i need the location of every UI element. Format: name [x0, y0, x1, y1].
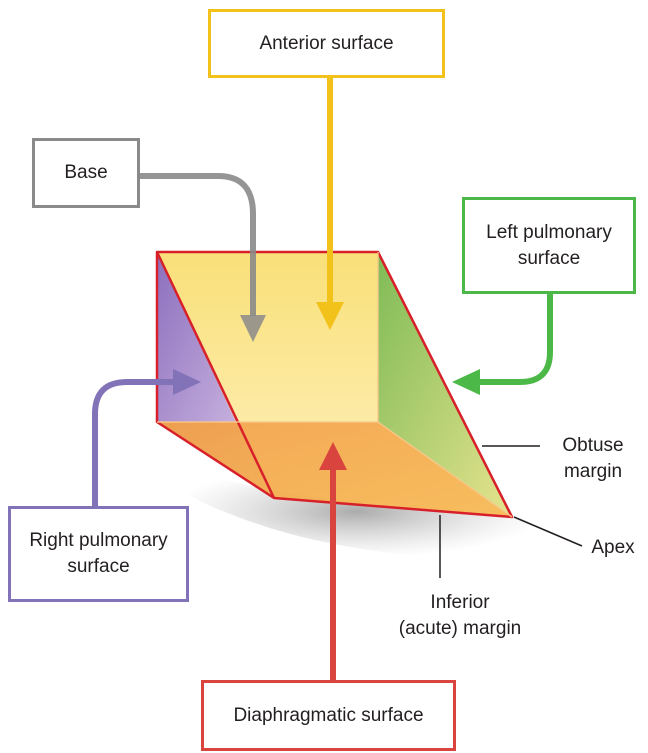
diaphragmatic-arrow-head — [319, 442, 347, 470]
anterior-arrow-head — [316, 302, 344, 330]
apex-label: Apex — [591, 537, 635, 558]
obtuse-margin-text: Obtuse margin — [548, 433, 638, 485]
left-pulmonary-arrow-line — [478, 292, 553, 385]
anterior-surface-box: Anterior surface — [208, 9, 445, 78]
apex-leader-line — [513, 516, 583, 547]
diaphragmatic-surface-box: Diaphragmatic surface — [201, 680, 456, 751]
base-label: Base — [64, 162, 108, 183]
inferior-margin-line1: Inferior — [430, 592, 490, 613]
left-pulmonary-surface-box: Left pulmonary surface — [462, 197, 636, 294]
anterior-surface-label: Anterior surface — [259, 32, 394, 54]
inferior-margin-line2: (acute) margin — [398, 618, 522, 639]
obtuse-margin-line1: Obtuse — [562, 435, 624, 456]
right-pulmonary-arrow-head — [173, 369, 201, 395]
left-pulmonary-arrow-head — [452, 369, 480, 395]
edge-hidden-horizontal — [157, 421, 513, 518]
right-pulmonary-label-line2: surface — [67, 556, 130, 577]
edge-front-diagonal — [155, 251, 276, 499]
left-pulmonary-label-line2: surface — [517, 247, 581, 269]
anterior-face — [157, 252, 378, 422]
edge-outline — [155, 250, 514, 519]
base-box: Base — [32, 138, 140, 208]
right-pulmonary-surface-box: Right pulmonary surface — [8, 506, 189, 602]
base-arrow-head — [240, 315, 266, 342]
diaphragmatic-surface-label: Diaphragmatic surface — [233, 704, 424, 726]
obtuse-margin-line2: margin — [563, 461, 623, 482]
left-pulmonary-label-line1: Left pulmonary — [486, 221, 612, 243]
base-arrow-line — [138, 173, 256, 316]
inferior-margin-text: Inferior (acute) margin — [385, 590, 535, 642]
right-pulmonary-label-line1: Right pulmonary — [29, 530, 168, 551]
apex-text: Apex — [584, 535, 642, 561]
right-pulmonary-arrow-line — [92, 379, 175, 508]
